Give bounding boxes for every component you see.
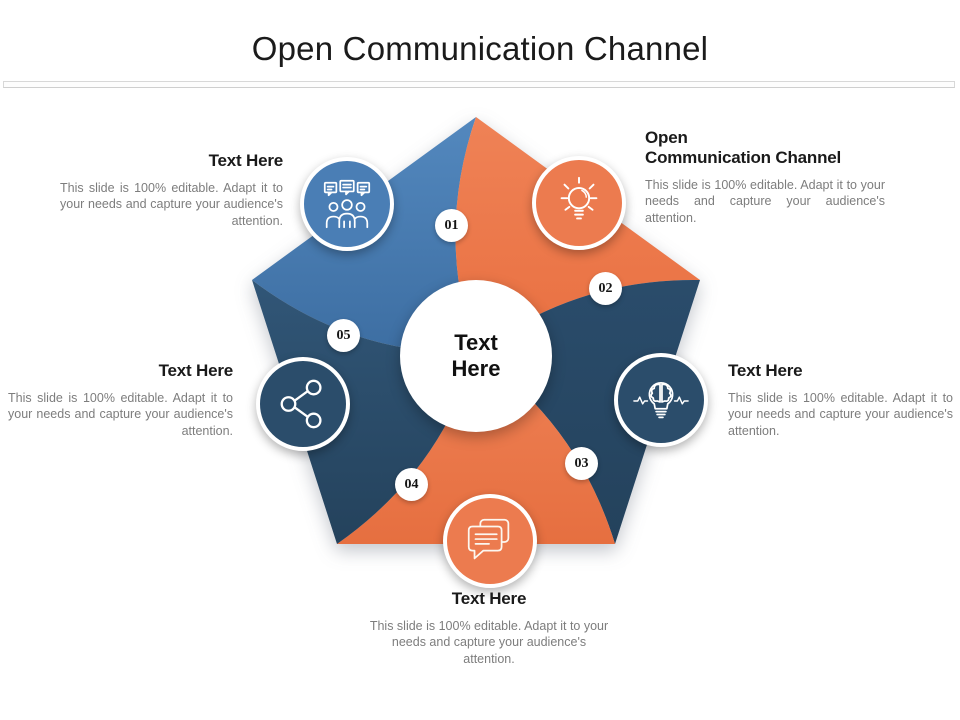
icon-circle-bottom[interactable] [443, 494, 537, 588]
text-block-heading: Text Here [208, 151, 284, 170]
icon-circle-right[interactable] [614, 353, 708, 447]
badge-01[interactable]: 01 [435, 209, 468, 242]
text-block-body: This slide is 100% editable. Adapt it to… [60, 181, 283, 228]
heading-line-1: Open [645, 128, 688, 147]
badge-04[interactable]: 04 [395, 468, 428, 501]
text-block-heading: Text Here [451, 589, 527, 608]
text-block-top-left[interactable]: Text Here This slide is 100% editable. A… [60, 151, 283, 229]
center-text-line1: Text [454, 330, 498, 356]
pentagon-blade-left[interactable] [252, 280, 476, 544]
badge-02[interactable]: 02 [589, 272, 622, 305]
text-block-body: This slide is 100% editable. Adapt it to… [645, 178, 885, 225]
badge-05[interactable]: 05 [327, 319, 360, 352]
text-block-left[interactable]: Text Here This slide is 100% editable. A… [8, 361, 233, 439]
center-text-line2: Here [451, 356, 501, 381]
chat-bubbles-icon [467, 518, 510, 560]
heading-line-2: Communication Channel [645, 148, 842, 168]
group-discussion-icon [323, 179, 371, 229]
text-block-right[interactable]: Text Here This slide is 100% editable. A… [728, 361, 953, 439]
text-block-heading: Open Communication Channel [645, 128, 885, 168]
badge-03[interactable]: 03 [565, 447, 598, 480]
text-block-body: This slide is 100% editable. Adapt it to… [369, 619, 609, 666]
text-block-body: This slide is 100% editable. Adapt it to… [8, 391, 233, 438]
text-block-bottom[interactable]: Text Here This slide is 100% editable. A… [368, 589, 610, 667]
text-block-top-right[interactable]: Open Communication Channel This slide is… [645, 128, 885, 226]
icon-circle-left[interactable] [256, 357, 350, 451]
slide-title[interactable]: Open Communication Channel [251, 30, 709, 67]
icon-circle-top-left[interactable] [300, 157, 394, 251]
lightbulb-icon [560, 176, 598, 220]
icon-circle-top-right[interactable] [532, 156, 626, 250]
text-block-heading: Text Here [158, 361, 234, 380]
title-divider [3, 81, 955, 88]
share-icon [280, 379, 322, 429]
brain-lightbulb-icon [633, 382, 689, 419]
text-block-heading: Text Here [728, 361, 803, 380]
center-text-circle[interactable]: Text Here [400, 280, 552, 432]
text-block-body: This slide is 100% editable. Adapt it to… [728, 391, 953, 438]
